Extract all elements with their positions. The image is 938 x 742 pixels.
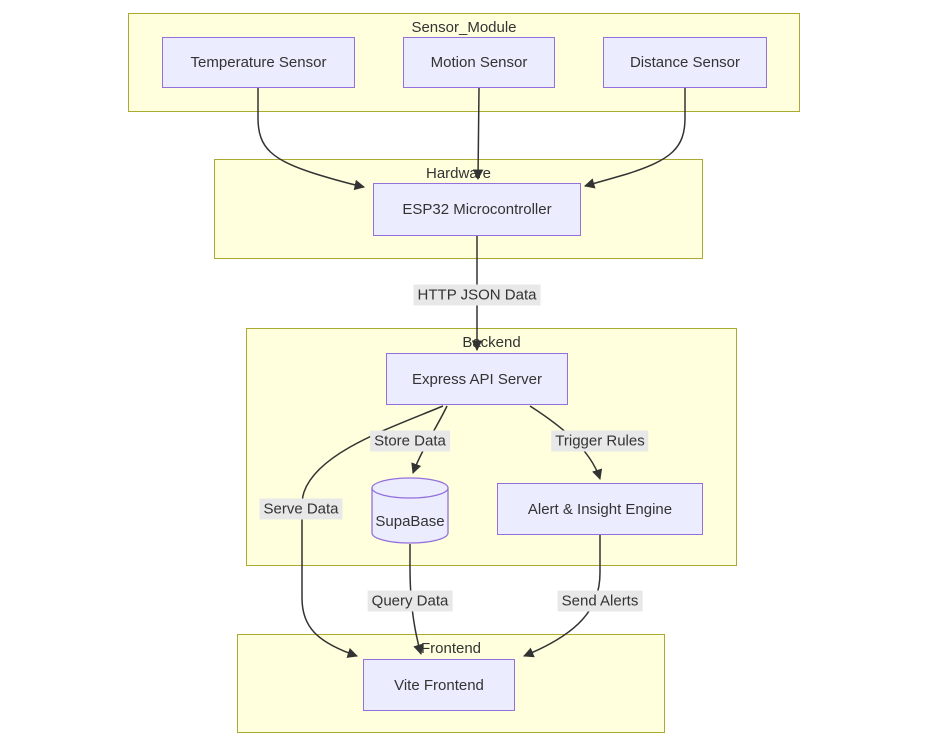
node-distance-sensor: Distance Sensor [603,37,767,88]
edge-label-query-data: Query Data [367,590,453,612]
subgraph-sensor-module-title: Sensor_Module [411,19,517,36]
subgraph-hardware-title: Hardware [425,165,492,182]
edge-label-trigger-rules: Trigger Rules [551,430,649,452]
edge-label-http-json-data: HTTP JSON Data [413,284,541,306]
node-express-api-server-label: Express API Server [411,370,543,388]
node-express-api-server: Express API Server [386,353,568,405]
node-supabase-label: SupaBase [375,513,445,530]
node-alert-insight-engine: Alert & Insight Engine [497,483,703,535]
edge-label-send-alerts: Send Alerts [557,590,643,612]
node-distance-sensor-label: Distance Sensor [629,54,741,71]
database-cylinder-icon [371,477,449,544]
edge-label-store-data: Store Data [370,430,450,452]
node-vite-frontend-label: Vite Frontend [394,676,484,694]
node-esp32-microcontroller-label: ESP32 Microcontroller [402,201,552,218]
subgraph-frontend-title: Frontend [420,640,482,657]
node-temperature-sensor: Temperature Sensor [162,37,355,88]
edge-label-serve-data: Serve Data [259,498,343,520]
node-vite-frontend: Vite Frontend [363,659,515,711]
node-supabase: SupaBase [371,477,449,544]
node-motion-sensor-label: Motion Sensor [430,54,528,71]
node-temperature-sensor-label: Temperature Sensor [190,54,327,71]
node-alert-insight-engine-label: Alert & Insight Engine [527,500,673,518]
subgraph-backend-title: Backend [462,334,521,351]
node-motion-sensor: Motion Sensor [403,37,555,88]
node-esp32-microcontroller: ESP32 Microcontroller [373,183,581,236]
